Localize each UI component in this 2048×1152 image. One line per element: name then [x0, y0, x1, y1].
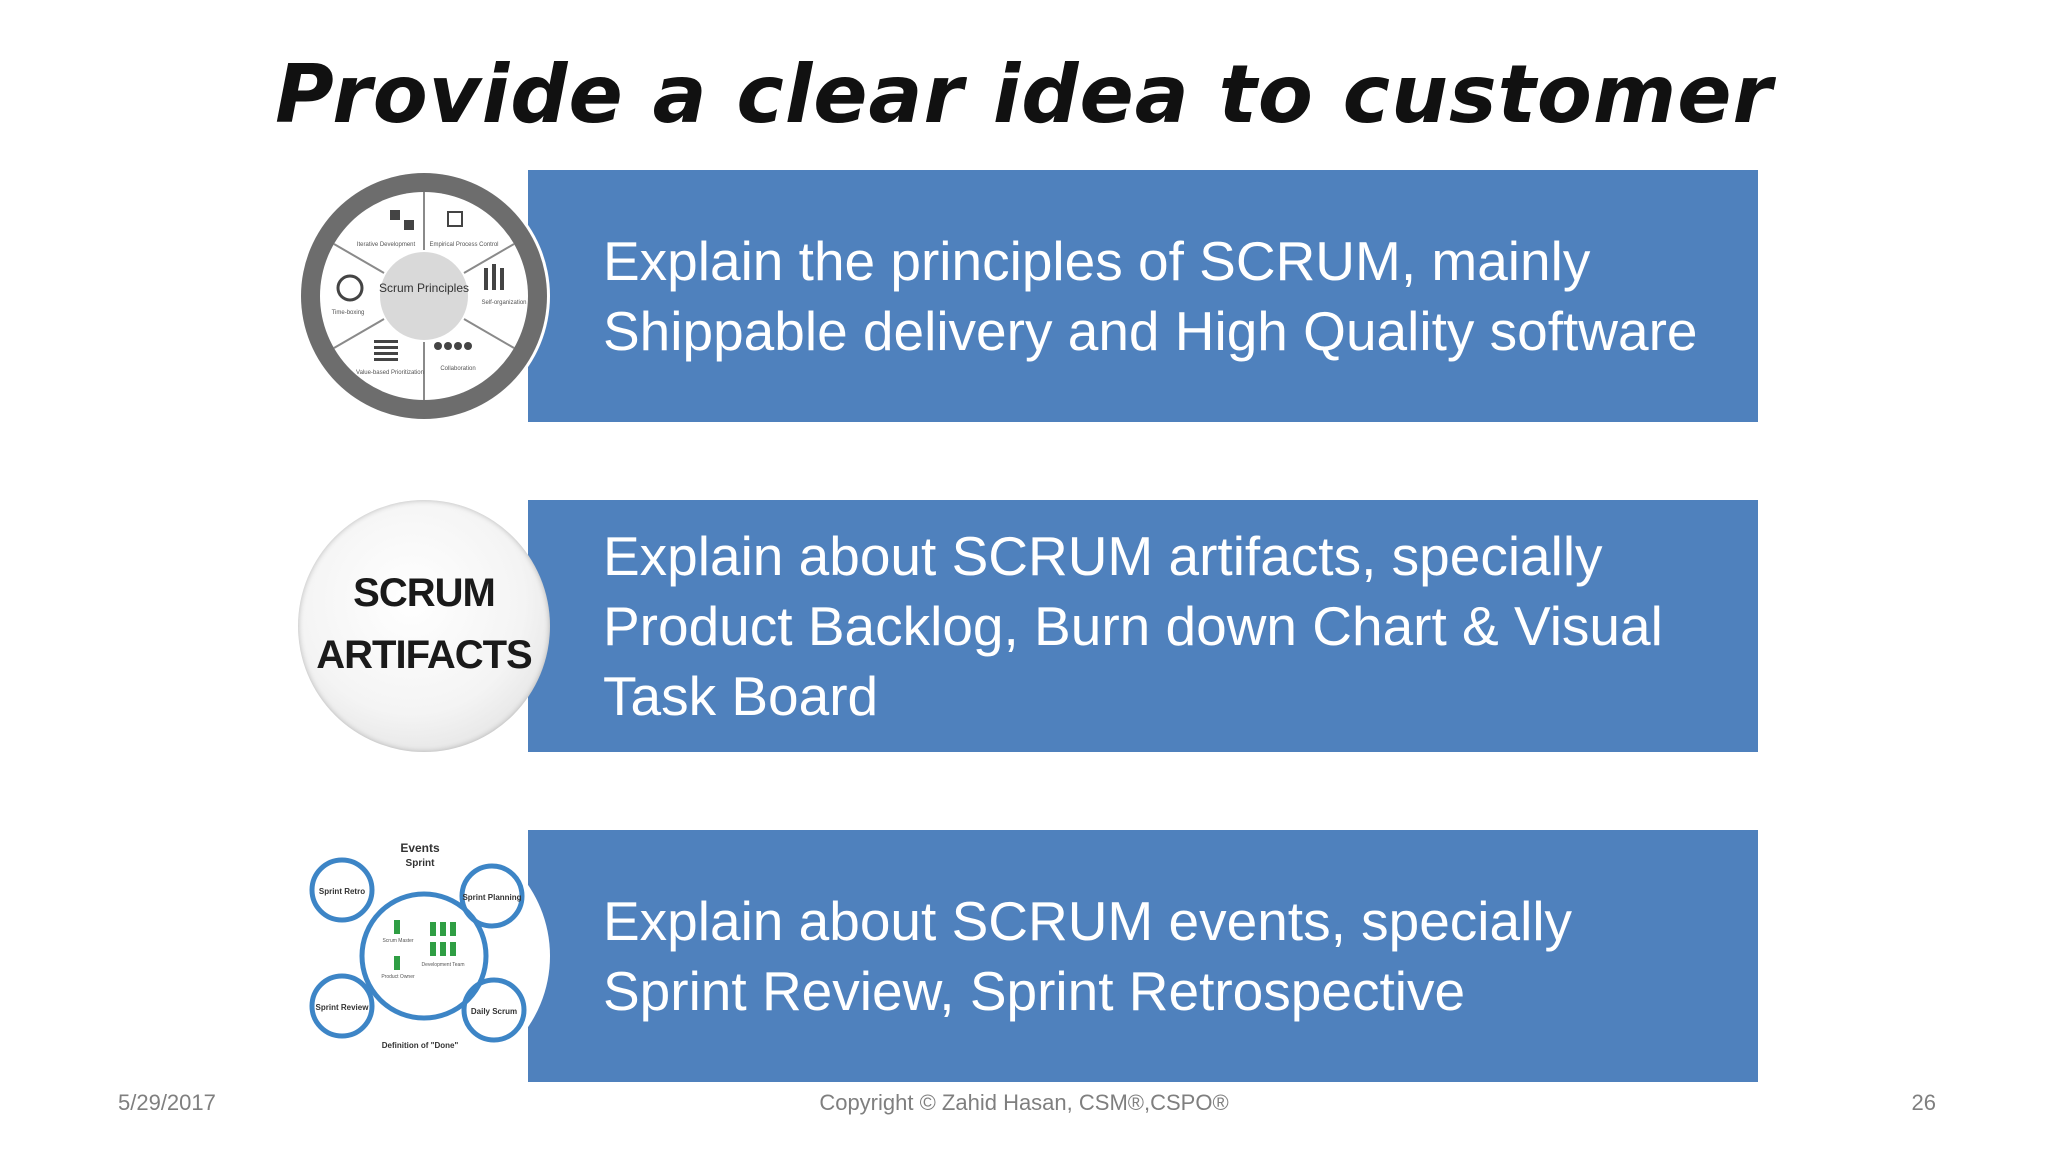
events-label-daily: Daily Scrum [471, 1007, 517, 1016]
events-label-planning: Sprint Planning [462, 893, 521, 902]
wheel-label-self-org: Self-organization [481, 300, 526, 306]
item-text: Explain the principles of SCRUM, mainly … [603, 230, 1698, 362]
wheel-label-empirical: Empirical Process Control [429, 242, 498, 248]
item-artifacts: SCRUM ARTIFACTS Explain about SCRUM arti… [298, 494, 1758, 758]
footer-date: 5/29/2017 [118, 1090, 216, 1115]
item-text: Explain about SCRUM events, specially Sp… [603, 890, 1573, 1022]
item-text: Explain about SCRUM artifacts, specially… [603, 525, 1663, 727]
footer-page-number: 26 [1911, 1090, 1936, 1115]
events-label-owner: Product Owner [381, 974, 415, 980]
item-band [528, 170, 1758, 422]
artifacts-label-line1: SCRUM [353, 571, 496, 615]
item-principles: Scrum Principles Iterative Development E… [298, 164, 1758, 428]
wheel-label-timeboxing: Time-boxing [332, 310, 365, 316]
events-label-retro: Sprint Retro [319, 887, 365, 896]
item-band [528, 500, 1758, 752]
scrum-artifacts-badge-image: SCRUM ARTIFACTS [298, 500, 550, 752]
events-label-team: Development Team [422, 962, 465, 968]
artifacts-label-line2: ARTIFACTS [316, 633, 532, 677]
wheel-label-value: Value-based Prioritization [356, 370, 424, 376]
scrum-principles-wheel-image: Scrum Principles Iterative Development E… [298, 170, 550, 422]
footer-copyright: Copyright © Zahid Hasan, CSM®,CSPO® [819, 1090, 1229, 1115]
scrum-events-cycle-image: Events Sprint Sprint Planning Daily Scru… [298, 830, 550, 1082]
events-label-title: Events [400, 841, 440, 855]
events-label-sprint: Sprint [406, 858, 436, 869]
events-label-review: Sprint Review [316, 1003, 370, 1012]
wheel-center-label-top: Scrum Principles [379, 281, 469, 295]
slide-title: Provide a clear idea to customer [275, 48, 1773, 141]
wheel-label-collaboration: Collaboration [440, 366, 475, 372]
events-label-done: Definition of "Done" [382, 1041, 459, 1050]
item-band [528, 830, 1758, 1082]
item-events: Events Sprint Sprint Planning Daily Scru… [298, 824, 1758, 1088]
wheel-label-iterative: Iterative Development [357, 242, 416, 248]
events-label-master: Scrum Master [382, 938, 413, 944]
